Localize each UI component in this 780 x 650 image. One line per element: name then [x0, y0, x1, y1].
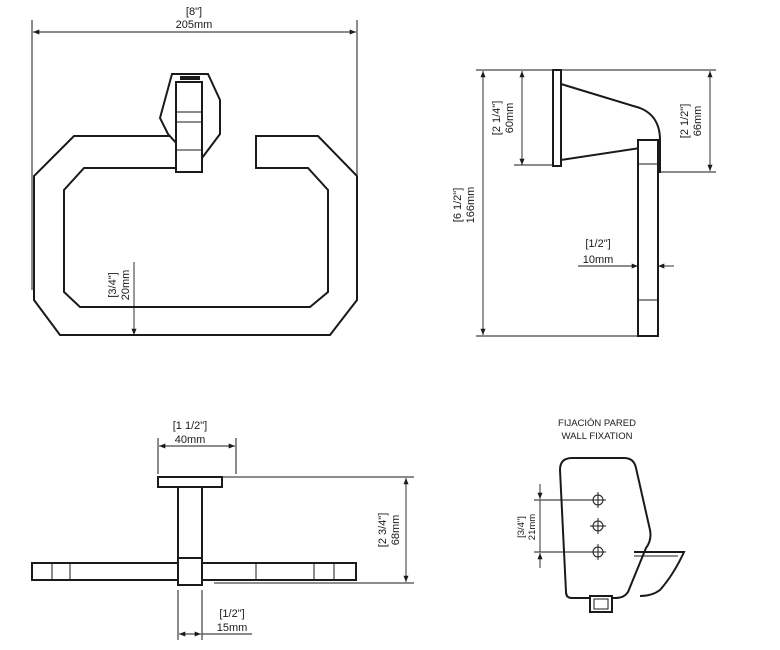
hole-spacing-mm-label: 21mm	[527, 514, 538, 540]
towel-ring-inner	[63, 166, 329, 308]
bracket-height-mm-label: 66mm	[692, 106, 704, 137]
fixation-clip	[589, 595, 613, 613]
top-view: [1 1/2"] 40mm [2 3/4"] 68mm [1/2"] 15mm	[31, 420, 414, 640]
bracket-post	[175, 81, 203, 173]
fixation-arm	[634, 551, 686, 597]
screw-hole-bottom	[590, 544, 606, 560]
post-width-in-label: [1/2"]	[219, 608, 244, 620]
hole-spacing-in-label: [3/4"]	[516, 516, 527, 538]
plate-width-mm-label: 40mm	[175, 434, 206, 446]
fixation-caption-es: FIJACIÓN PARED	[558, 418, 636, 429]
arm-height-mm-label: 60mm	[504, 103, 516, 134]
total-height-in-label: [6 1/2"]	[452, 188, 464, 222]
post-width-mm-label: 15mm	[217, 622, 248, 634]
plate-width-in-label: [1 1/2"]	[173, 420, 207, 432]
front-view: [8"] 205mm [3/4"] 20mm	[31, 6, 358, 336]
screw-hole-top	[590, 492, 606, 508]
width-in-label: [8"]	[186, 6, 202, 18]
projection-in-label: [2 3/4"]	[377, 513, 389, 547]
arm-height-in-label: [2 1/4"]	[491, 101, 503, 135]
top-post-joint	[177, 557, 203, 586]
wall-fixation-view: FIJACIÓN PARED WALL FIXATION	[516, 418, 686, 613]
ring-thickness-mm-label: 20mm	[120, 270, 132, 301]
ring-depth-mm-label: 10mm	[583, 254, 614, 266]
fixation-clip-inner	[593, 598, 609, 610]
total-height-mm-label: 166mm	[465, 187, 477, 224]
top-wall-plate	[157, 476, 223, 488]
side-wall-plate	[552, 69, 562, 167]
fixation-plate	[558, 457, 652, 599]
bracket-height-in-label: [2 1/2"]	[679, 104, 691, 138]
projection-mm-label: 68mm	[390, 515, 402, 546]
ring-thickness-in-label: [3/4"]	[107, 272, 119, 297]
side-ring-bar	[637, 139, 659, 337]
ring-depth-in-label: [1/2"]	[585, 238, 610, 250]
screw-hole-middle	[590, 518, 606, 534]
bracket-cap	[180, 76, 200, 80]
fixation-caption-en: WALL FIXATION	[562, 431, 633, 442]
width-mm-label: 205mm	[176, 19, 213, 31]
towel-ring-outer	[33, 135, 358, 336]
side-view: [6 1/2"] 166mm [2 1/4"] 60mm [2 1/2"] 66…	[452, 69, 716, 337]
